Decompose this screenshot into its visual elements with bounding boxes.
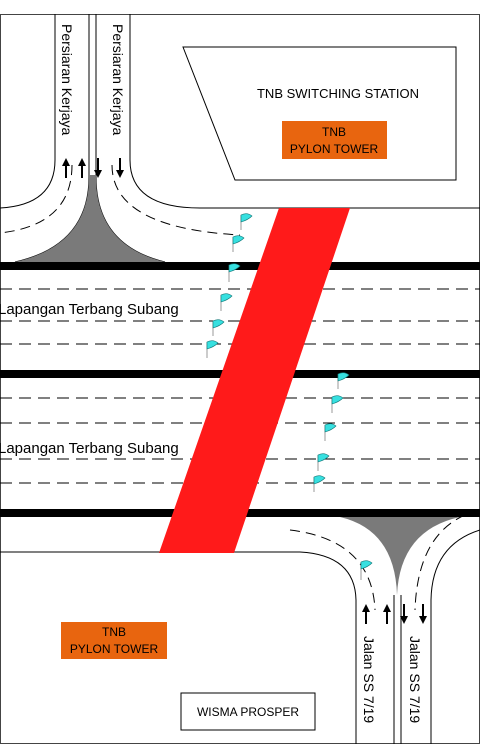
flag-marker: [324, 423, 337, 441]
switching-station-label: TNB SWITCHING STATION: [257, 86, 419, 101]
flag-marker: [212, 319, 225, 336]
flag-marker: [206, 340, 219, 358]
main-road-label-lower: Lapangan Terbang Subang: [0, 440, 179, 457]
top-road-label-right: Persiaran Kerjaya: [110, 24, 126, 135]
bottom-road-label-right: Jalan SS 7/19: [407, 636, 423, 723]
top-direction-arrows: [62, 158, 124, 178]
flag-marker: [232, 235, 245, 252]
switching-station-building: [182, 46, 457, 181]
arrow-down-icon: [116, 158, 124, 178]
arrow-up-icon: [362, 604, 370, 624]
arrow-down-icon: [400, 604, 408, 624]
bottom-pylon-tag-line1: TNB: [102, 625, 126, 639]
top-pylon-tag-line1: TNB: [322, 125, 346, 139]
bottom-pylon-tag: [61, 622, 167, 659]
arrow-up-icon: [62, 158, 70, 178]
bottom-pylon-tag-line2: PYLON TOWER: [70, 642, 159, 656]
arrow-down-icon: [419, 604, 427, 624]
bottom-side-road: [0, 529, 480, 744]
arrow-up-icon: [383, 604, 391, 624]
flag-marker: [360, 560, 373, 580]
bottom-direction-arrows: [362, 604, 427, 624]
top-road-label-left: Persiaran Kerjaya: [59, 24, 75, 135]
top-pylon-tag-line2: PYLON TOWER: [290, 142, 379, 156]
power-line-corridor: [159, 208, 350, 553]
flag-marker: [240, 213, 253, 230]
bottom-median-island: [340, 517, 460, 595]
flag-marker: [220, 293, 233, 311]
top-side-lane-dashes: [0, 164, 241, 236]
bottom-road-label-left: Jalan SS 7/19: [361, 636, 377, 723]
wisma-prosper-building: [180, 692, 316, 731]
flag-marker: [228, 263, 241, 282]
flag-marker: [337, 372, 350, 389]
flag-marker: [313, 475, 326, 492]
top-pylon-tag: [282, 121, 387, 159]
bottom-side-lane-dashes: [289, 509, 480, 611]
flag-marker: [331, 395, 344, 413]
arrow-down-icon: [94, 158, 102, 178]
flag-marker: [317, 453, 330, 471]
wisma-prosper-label: WISMA PROSPER: [197, 705, 299, 719]
main-road-label-upper: Lapangan Terbang Subang: [0, 301, 179, 318]
top-median-island: [15, 175, 165, 262]
arrow-up-icon: [78, 158, 86, 178]
survey-flags: [206, 213, 373, 580]
